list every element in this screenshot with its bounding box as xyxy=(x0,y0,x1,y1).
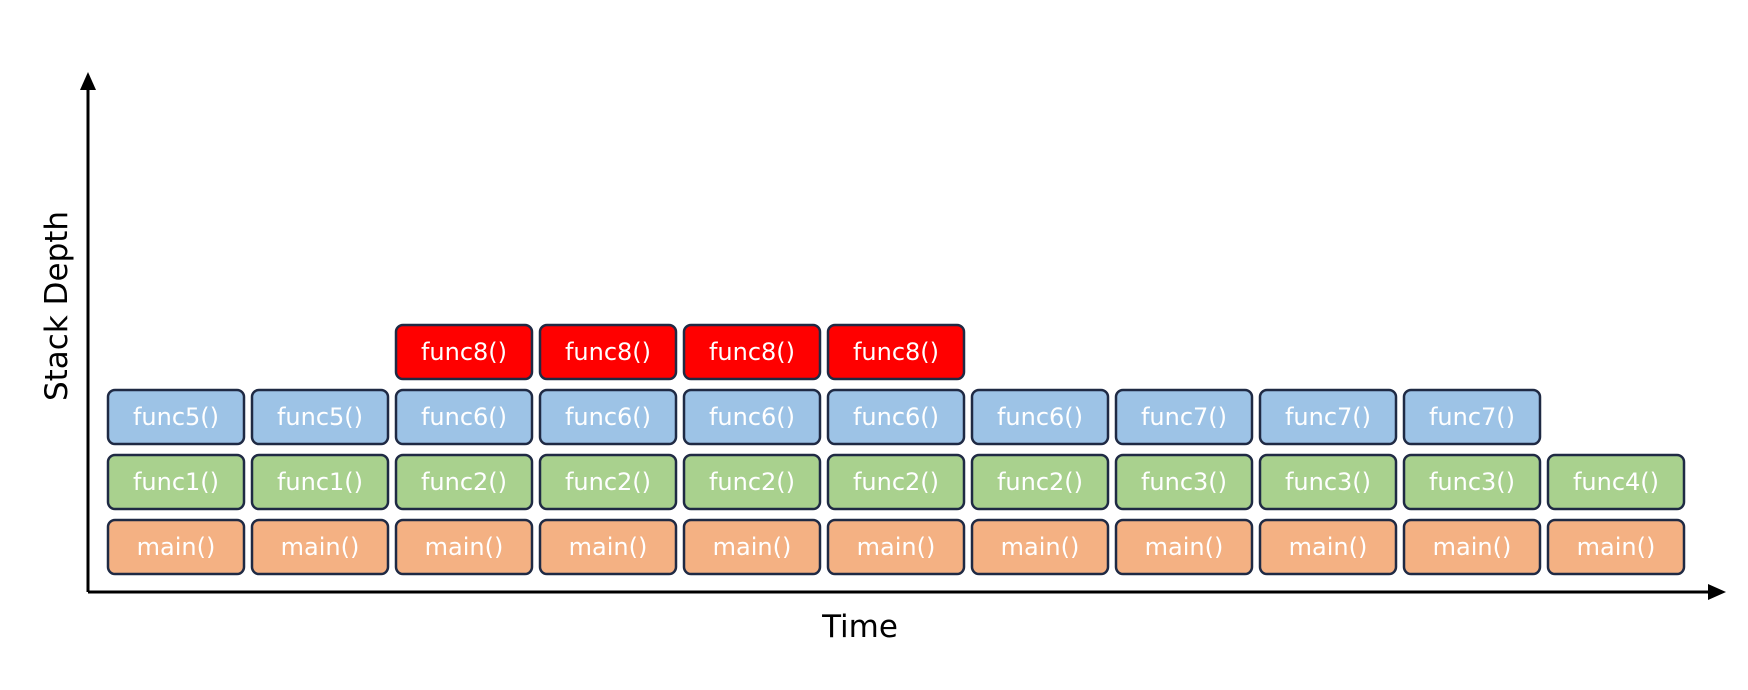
stack-column: main() func3() func7() xyxy=(1402,388,1542,576)
stack-frame-label: main() xyxy=(137,533,216,561)
stack-frame-box xyxy=(826,388,966,446)
stack-frame-box xyxy=(394,453,534,511)
axes xyxy=(80,72,1726,600)
stack-frame-label: func8() xyxy=(565,338,651,366)
stack-frame-label: func6() xyxy=(565,403,651,431)
stack-frame-box xyxy=(1114,518,1254,576)
stack-frame-label: func2() xyxy=(997,468,1083,496)
stack-column: main() func1() func5() xyxy=(250,388,390,576)
stack-frame-box xyxy=(970,388,1110,446)
stack-column: main() func2() func6() func8() xyxy=(538,323,678,576)
stack-frame-box xyxy=(826,518,966,576)
stack-frame-box xyxy=(1402,453,1542,511)
stack-frame-label: main() xyxy=(713,533,792,561)
stack-frame-label: func7() xyxy=(1429,403,1515,431)
stack-column: main() func3() func7() xyxy=(1258,388,1398,576)
stack-frames: main() func1() func5() main() func1() func5()… xyxy=(106,323,1686,576)
stack-frame-label: func6() xyxy=(853,403,939,431)
stack-frame-box xyxy=(538,388,678,446)
stack-frame-label: main() xyxy=(1577,533,1656,561)
stack-frame-label: func5() xyxy=(277,403,363,431)
stack-frame-box xyxy=(1402,518,1542,576)
stack-frame-box xyxy=(250,388,390,446)
stack-frame-label: main() xyxy=(1433,533,1512,561)
stack-frame-label: func3() xyxy=(1429,468,1515,496)
stack-frame-box xyxy=(106,388,246,446)
stack-frame-label: func5() xyxy=(133,403,219,431)
stack-frame-box xyxy=(1258,518,1398,576)
stack-frame-box xyxy=(1258,453,1398,511)
stack-frame-label: func2() xyxy=(853,468,939,496)
stack-frame-box xyxy=(1114,453,1254,511)
stack-frame-box xyxy=(1546,453,1686,511)
stack-frame-box xyxy=(1546,518,1686,576)
stack-frame-label: func8() xyxy=(853,338,939,366)
stack-frame-box xyxy=(682,323,822,381)
stack-frame-label: func8() xyxy=(421,338,507,366)
stack-frame-box xyxy=(394,323,534,381)
stack-frame-box xyxy=(1258,388,1398,446)
stack-frame-box xyxy=(538,323,678,381)
stack-frame-box xyxy=(970,453,1110,511)
stack-frame-box xyxy=(826,323,966,381)
stack-frame-box xyxy=(250,518,390,576)
stack-column: main() func1() func5() xyxy=(106,388,246,576)
x-axis-arrowhead xyxy=(1708,584,1726,600)
stack-frame-box xyxy=(682,453,822,511)
stack-frame-label: func2() xyxy=(421,468,507,496)
stack-frame-box xyxy=(106,453,246,511)
stack-frame-box xyxy=(970,518,1110,576)
stack-frame-label: func2() xyxy=(565,468,651,496)
stack-frame-label: main() xyxy=(857,533,936,561)
stack-frame-box xyxy=(682,388,822,446)
stack-frame-box xyxy=(394,518,534,576)
stack-column: main() func2() func6() func8() xyxy=(826,323,966,576)
stack-frame-label: func6() xyxy=(709,403,795,431)
y-axis-arrowhead xyxy=(80,72,96,90)
stack-frame-box xyxy=(1114,388,1254,446)
stack-frame-box xyxy=(826,453,966,511)
stack-column: main() func4() xyxy=(1546,453,1686,576)
stack-frame-box xyxy=(538,518,678,576)
stack-column: main() func2() func6() func8() xyxy=(682,323,822,576)
stack-column: main() func2() func6() func8() xyxy=(394,323,534,576)
x-axis-label: Time xyxy=(821,609,898,645)
stack-frame-label: func6() xyxy=(997,403,1083,431)
stack-frame-box xyxy=(250,453,390,511)
stack-frame-box xyxy=(394,388,534,446)
stack-frame-label: main() xyxy=(281,533,360,561)
stack-frame-label: func8() xyxy=(709,338,795,366)
stack-frame-label: main() xyxy=(569,533,648,561)
stack-column: main() func3() func7() xyxy=(1114,388,1254,576)
stack-frame-box xyxy=(106,518,246,576)
stack-frame-label: func1() xyxy=(277,468,363,496)
stack-column: main() func2() func6() xyxy=(970,388,1110,576)
stack-frame-label: main() xyxy=(1145,533,1224,561)
stack-frame-box xyxy=(682,518,822,576)
stack-frame-box xyxy=(1402,388,1542,446)
stack-frame-label: func2() xyxy=(709,468,795,496)
stack-frame-label: func7() xyxy=(1141,403,1227,431)
stack-frame-label: func3() xyxy=(1141,468,1227,496)
stack-frame-label: main() xyxy=(425,533,504,561)
stack-frame-box xyxy=(538,453,678,511)
stack-frame-label: func1() xyxy=(133,468,219,496)
stack-frame-label: func6() xyxy=(421,403,507,431)
y-axis-label: Stack Depth xyxy=(39,211,75,401)
stack-frame-label: func3() xyxy=(1285,468,1371,496)
stack-frame-label: func4() xyxy=(1573,468,1659,496)
stack-frame-label: func7() xyxy=(1285,403,1371,431)
stack-frame-label: main() xyxy=(1001,533,1080,561)
stack-frame-label: main() xyxy=(1289,533,1368,561)
